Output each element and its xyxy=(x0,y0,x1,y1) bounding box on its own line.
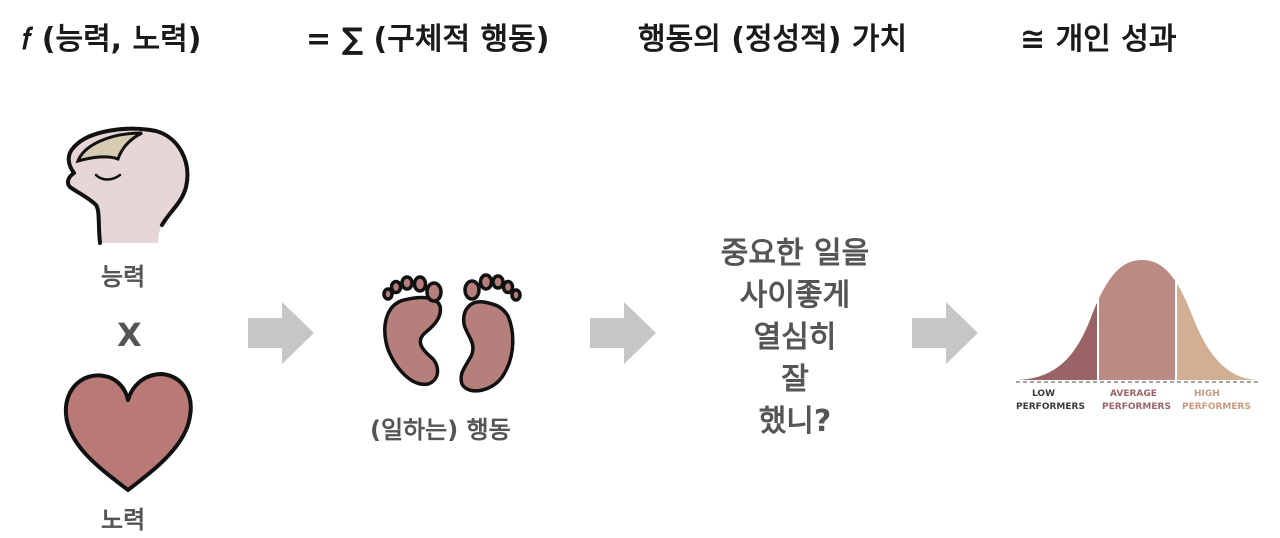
arrow-right-icon xyxy=(590,302,656,364)
arrow-right-icon xyxy=(248,302,314,364)
high-performers-area xyxy=(1176,260,1256,380)
arrow-right-icon xyxy=(912,302,978,364)
evaluation-questions: 중요한 일을 사이좋게 열심히 잘 했니? xyxy=(680,233,910,443)
ability-label: 능력 xyxy=(101,263,146,291)
question-line: 사이좋게 xyxy=(739,278,851,313)
question-line: 잘 xyxy=(781,362,809,397)
formula-behavior-value: 행동의 (정성적) 가치 xyxy=(638,22,908,57)
multiply-symbol: X xyxy=(117,316,142,354)
effort-label: 노력 xyxy=(101,506,146,534)
high-label-line1: HIGH xyxy=(1194,389,1220,399)
head-icon xyxy=(65,126,190,245)
question-line: 열심히 xyxy=(753,320,837,355)
formula-individual-performance: ≅ 개인 성과 xyxy=(1020,22,1177,57)
low-label-line2: PERFORMERS xyxy=(1016,402,1085,412)
question-line: 했니? xyxy=(758,404,832,439)
low-performers-area xyxy=(1018,260,1098,380)
formula-ability-effort: 𝑓 (능력, 노력) xyxy=(22,22,202,57)
average-performers-area xyxy=(1098,260,1176,380)
heart-icon xyxy=(63,372,193,492)
high-label-line2: PERFORMERS xyxy=(1182,402,1251,412)
formula-sum-behavior: = ∑ (구체적 행동) xyxy=(306,22,550,57)
average-label-line2: PERFORMERS xyxy=(1102,402,1171,412)
footprints-icon xyxy=(382,273,522,393)
behavior-label: (일하는) 행동 xyxy=(370,416,511,444)
question-line: 중요한 일을 xyxy=(720,236,870,271)
average-label-line1: AVERAGE xyxy=(1110,389,1157,399)
performance-bell-curve: LOW PERFORMERS AVERAGE PERFORMERS HIGH P… xyxy=(1016,260,1258,412)
low-label-line1: LOW xyxy=(1032,389,1055,399)
